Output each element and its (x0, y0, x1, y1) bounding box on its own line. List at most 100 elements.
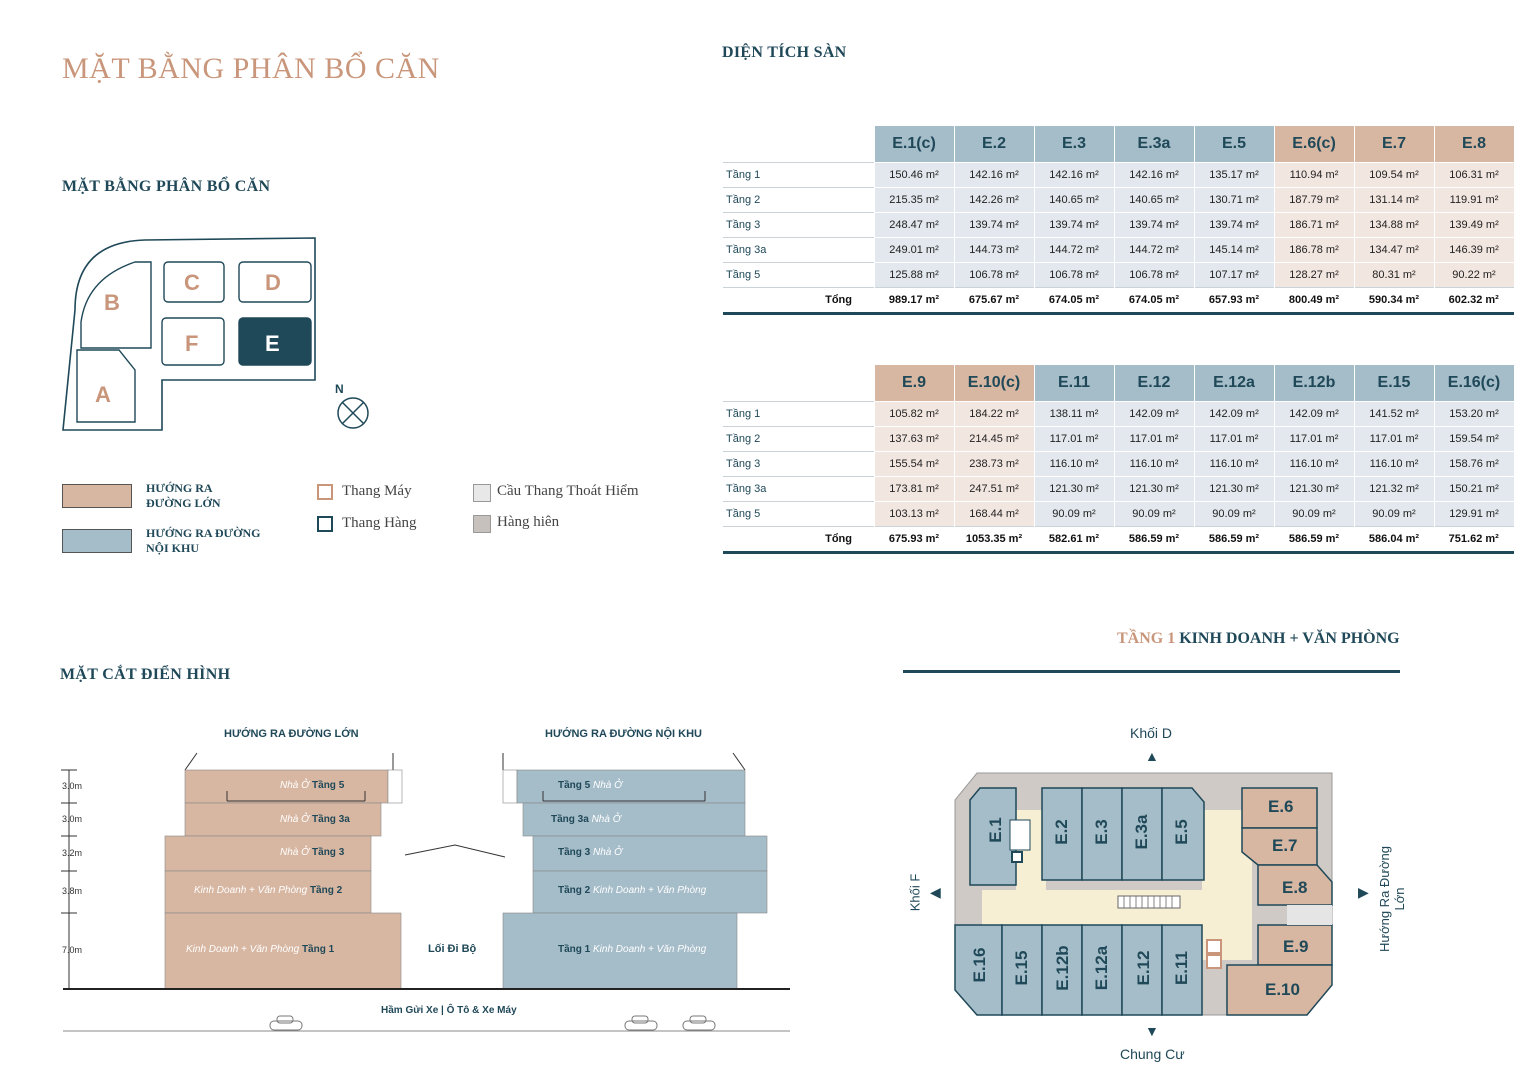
basement-label: Hầm Gửi Xe | Ô Tô & Xe Máy (381, 1005, 517, 1016)
column-header: E.9 (873, 365, 954, 402)
table-cell: 144.72 m² (1033, 237, 1114, 263)
table-cell: 129.91 m² (1433, 501, 1514, 527)
table-cell: 249.01 m² (873, 237, 954, 263)
block-label-b: B (104, 290, 120, 315)
unit-e10: E.10 (1265, 980, 1300, 999)
total-cell: 675.67 m² (954, 287, 1034, 315)
legend-swatch-main-road (62, 484, 132, 508)
table-cell: 90.09 m² (1033, 501, 1114, 527)
total-cell: 586.59 m² (1114, 526, 1194, 554)
table-cell: 186.71 m² (1273, 212, 1354, 238)
legend-internal-road-label: HƯỚNG RA ĐƯỜNG NỘI KHU (146, 526, 261, 555)
table-cell: 137.63 m² (873, 426, 954, 452)
column-header: E.5 (1193, 126, 1274, 163)
arcade-swatch (473, 515, 491, 533)
table-cell: 140.65 m² (1033, 187, 1114, 213)
table-cell: 168.44 m² (953, 501, 1034, 527)
total-cell: 602.32 m² (1434, 287, 1514, 315)
table-cell: 116.10 m² (1273, 451, 1354, 477)
table-cell: 121.30 m² (1193, 476, 1274, 502)
right-floor-2: Tầng 2 Kinh Doanh + Văn Phòng (558, 885, 707, 896)
column-header: E.10(c) (953, 365, 1034, 402)
unit-e11: E.11 (1172, 950, 1191, 986)
row-label: Tầng 3 (723, 451, 874, 477)
table-cell: 153.20 m² (1433, 401, 1514, 427)
table-cell: 117.01 m² (1273, 426, 1354, 452)
table-cell: 145.14 m² (1193, 237, 1274, 263)
arrow-down-icon: ▼ (1145, 1023, 1159, 1039)
table-cell: 80.31 m² (1353, 262, 1434, 288)
table-cell: 109.54 m² (1353, 162, 1434, 188)
column-header: E.3 (1033, 126, 1114, 163)
section-heading: MẶT CẮT ĐIỂN HÌNH (60, 666, 231, 683)
table-cell: 142.16 m² (953, 162, 1034, 188)
right-floor-3a: Tầng 3a Nhà Ở (551, 814, 621, 825)
column-header: E.3a (1113, 126, 1194, 163)
table-cell: 142.09 m² (1113, 401, 1194, 427)
table-cell: 141.52 m² (1353, 401, 1434, 427)
car-icon (269, 1015, 303, 1031)
row-label: Tầng 1 (723, 162, 874, 188)
table-cell: 121.32 m² (1353, 476, 1434, 502)
section-drawing (61, 752, 790, 1032)
table-cell: 90.09 m² (1353, 501, 1434, 527)
column-header: E.8 (1433, 126, 1514, 163)
column-header: E.6(c) (1273, 126, 1354, 163)
north-label: Khối D (1130, 725, 1173, 741)
block-label-e: E (265, 331, 280, 356)
row-label: Tầng 1 (723, 401, 874, 427)
unit-e16: E.16 (970, 947, 989, 983)
column-header: E.12b (1273, 365, 1354, 402)
table-corner (723, 126, 874, 163)
left-floor-3a: Nhà Ở Tầng 3a (280, 814, 350, 825)
table-cell: 125.88 m² (873, 262, 954, 288)
column-header: E.2 (953, 126, 1034, 163)
table-cell: 144.72 m² (1113, 237, 1194, 263)
table-cell: 142.26 m² (953, 187, 1034, 213)
floorplan-divider (903, 670, 1400, 673)
total-cell: 1053.35 m² (954, 526, 1034, 554)
table-cell: 150.21 m² (1433, 476, 1514, 502)
table-cell: 238.73 m² (953, 451, 1034, 477)
table-cell: 186.78 m² (1273, 237, 1354, 263)
table-cell: 214.45 m² (953, 426, 1034, 452)
table-cell: 121.30 m² (1273, 476, 1354, 502)
table-cell: 138.11 m² (1033, 401, 1114, 427)
table-cell: 116.10 m² (1113, 451, 1194, 477)
column-header: E.11 (1033, 365, 1114, 402)
table-cell: 119.91 m² (1433, 187, 1514, 213)
south-label: Chung Cư (1120, 1046, 1185, 1062)
table-cell: 158.76 m² (1433, 451, 1514, 477)
table-cell: 142.16 m² (1033, 162, 1114, 188)
column-header: E.15 (1353, 365, 1434, 402)
total-cell: 586.59 m² (1274, 526, 1354, 554)
table-cell: 173.81 m² (873, 476, 954, 502)
table-cell: 106.31 m² (1433, 162, 1514, 188)
table-cell: 139.74 m² (1033, 212, 1114, 238)
table-corner (723, 365, 874, 402)
table-cell: 159.54 m² (1433, 426, 1514, 452)
table-cell: 139.74 m² (1193, 212, 1274, 238)
block-c (163, 261, 225, 303)
block-d (238, 261, 312, 303)
unit-e12b: E.12b (1053, 945, 1072, 991)
total-cell: 657.93 m² (1194, 287, 1274, 315)
left-floor-5: Nhà Ở Tầng 5 (280, 780, 345, 791)
area-heading: DIỆN TÍCH SÀN (722, 44, 847, 61)
site-plan-heading: MẶT BẰNG PHÂN BỔ CĂN (62, 178, 271, 195)
level-height-3: 3.2m (62, 848, 83, 858)
table-cell: 107.17 m² (1193, 262, 1274, 288)
table-cell: 110.94 m² (1273, 162, 1354, 188)
table-cell: 117.01 m² (1113, 426, 1194, 452)
block-b (80, 261, 152, 349)
walkway-label: Lối Đi Bộ (428, 943, 477, 955)
level-height-1: 3.0m (62, 781, 83, 791)
